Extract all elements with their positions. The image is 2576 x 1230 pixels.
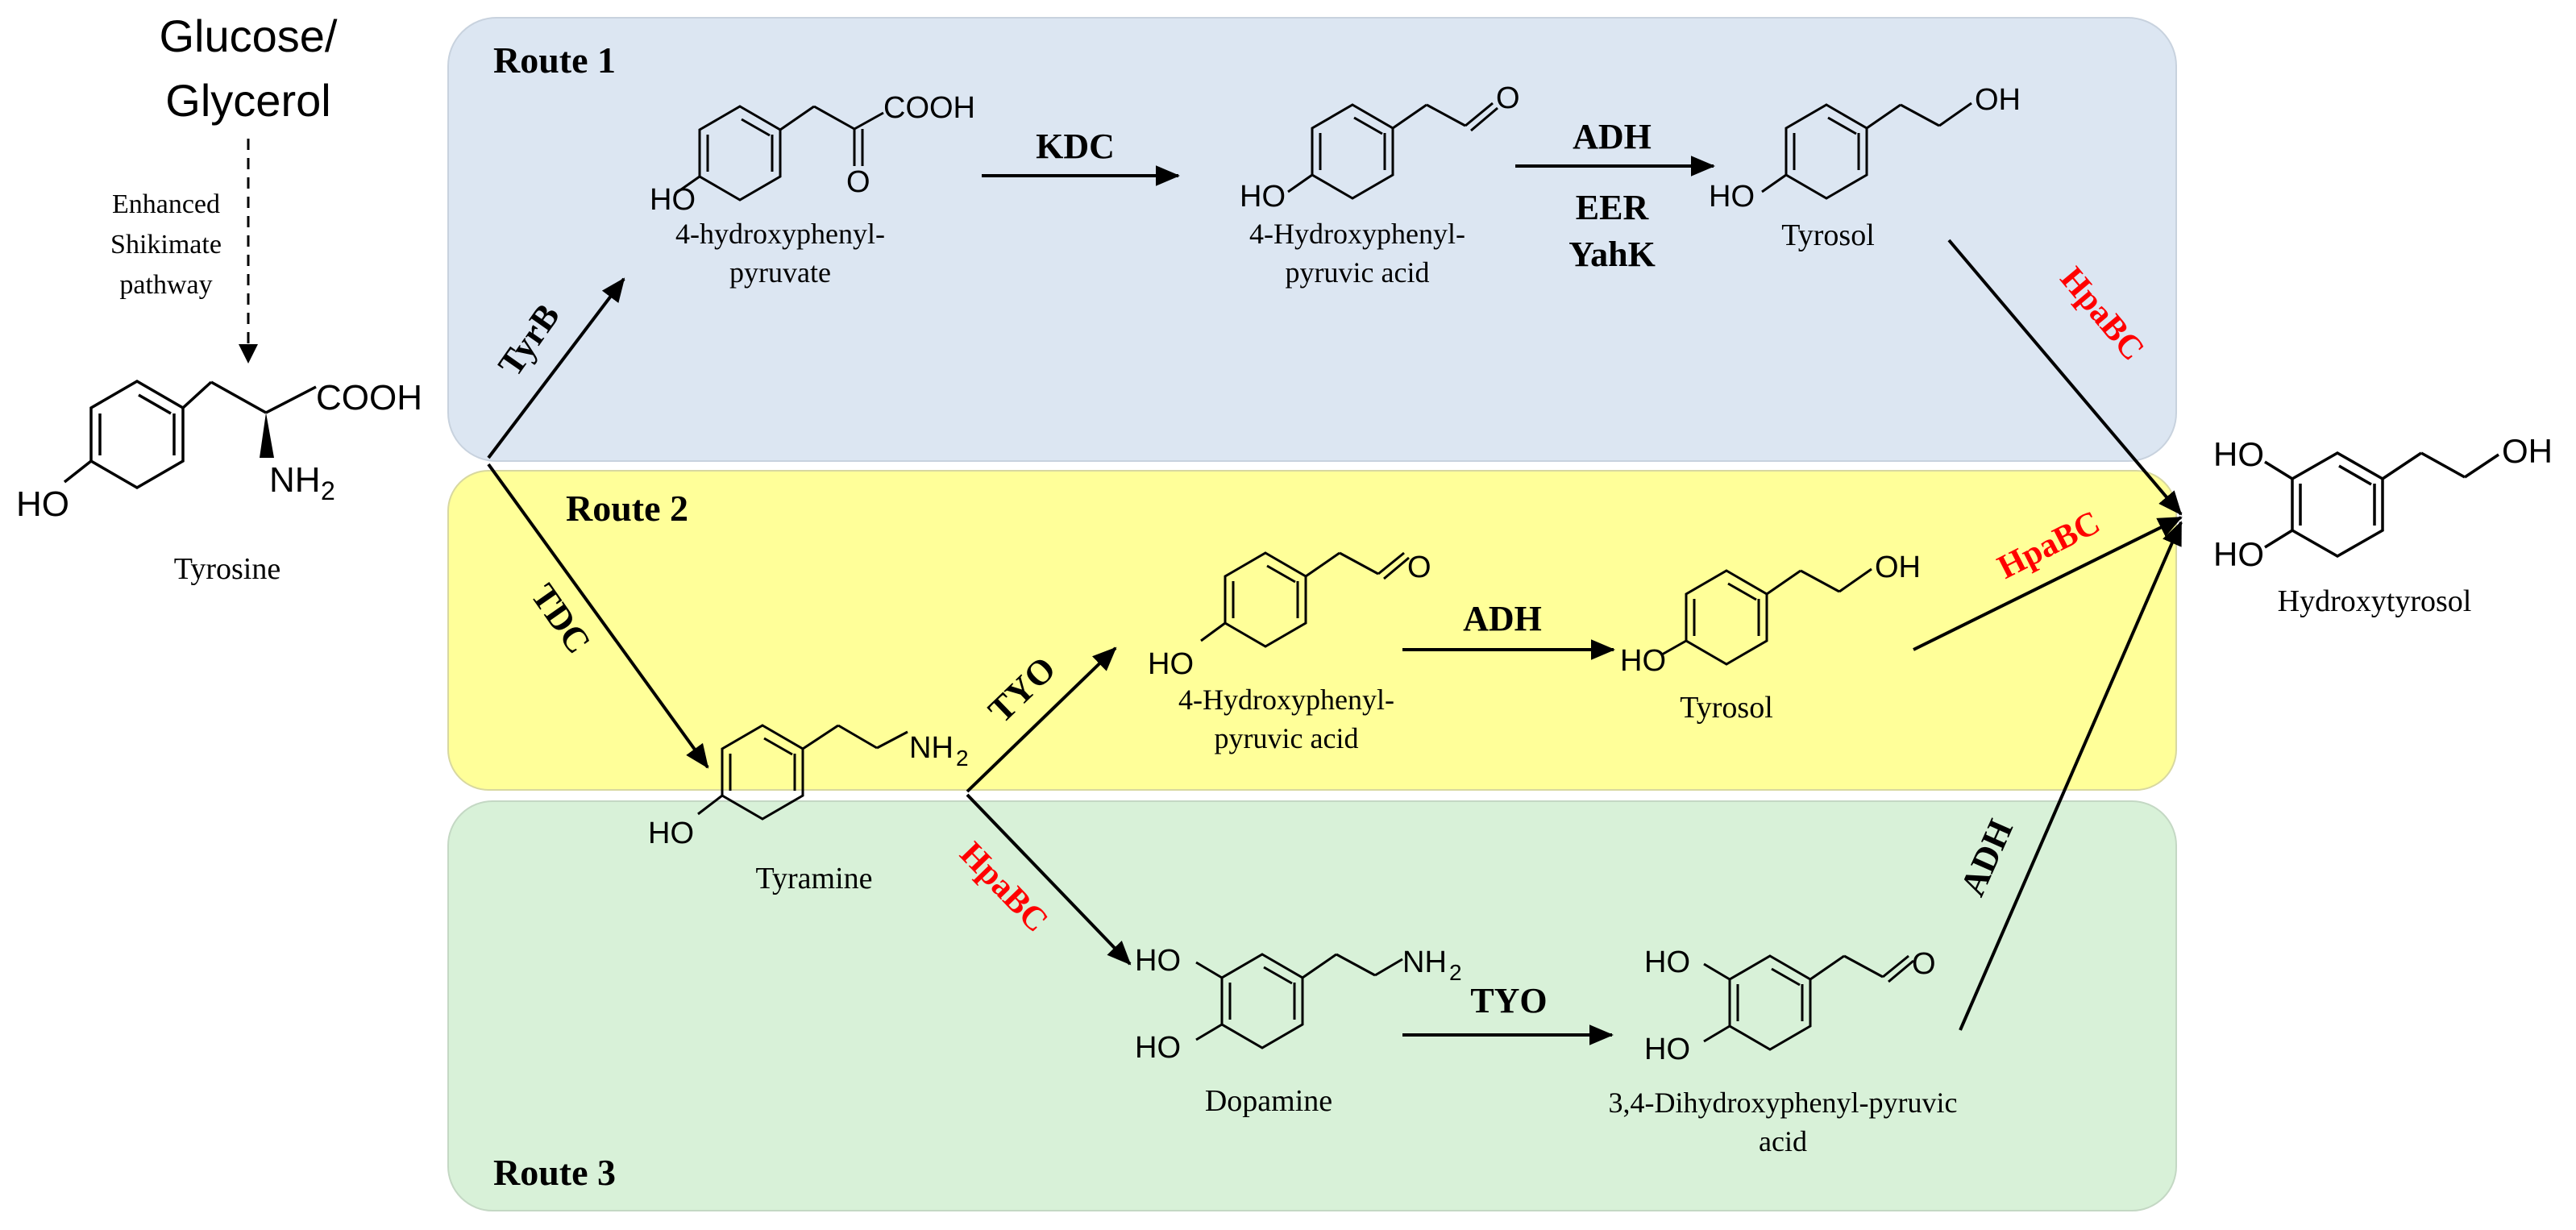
tyo-r2-arrow — [966, 646, 1117, 793]
dhpaa-ho-bottom: HO — [1644, 1033, 1690, 1066]
tyrosine-nh2: NH — [269, 460, 321, 500]
tyramine-nh2-sub: 2 — [956, 746, 969, 771]
tyrosine-ho: HO — [16, 484, 69, 524]
eer-enzyme: EER — [1576, 188, 1650, 227]
hpabc-r1-arrow — [1947, 239, 2183, 516]
shikimate-line2: Shikimate — [110, 230, 222, 260]
route2-panel — [447, 470, 2177, 791]
dopamine-name: Dopamine — [1205, 1084, 1332, 1118]
tdc-arrow — [487, 463, 709, 769]
adh-r2-enzyme: ADH — [1463, 599, 1542, 638]
route3-label: Route 3 — [493, 1152, 616, 1193]
kdc-enzyme: KDC — [1036, 127, 1115, 166]
tyrosol-r1-ho: HO — [1709, 180, 1755, 214]
tyrosol-r1-oh: OH — [1975, 83, 2021, 117]
dhpaa-name-line1: 3,4-Dihydroxyphenyl-pyruvic — [1609, 1087, 1958, 1119]
tyrosine-wedge — [260, 413, 274, 458]
hpp-name-line2: pyruvate — [729, 256, 831, 289]
tyramine-name: Tyramine — [755, 862, 872, 895]
tyramine-structure — [697, 724, 908, 821]
shikimate-line1: Enhanced — [112, 189, 220, 219]
tyrosol-r1-name: Tyrosol — [1781, 218, 1875, 252]
hpaa-r2-name-line1: 4-Hydroxyphenyl- — [1178, 684, 1394, 716]
tyrosine-structure — [63, 379, 317, 490]
source-line2: Glycerol — [165, 75, 330, 126]
tyramine-nh2: NH — [909, 731, 954, 765]
tyramine-ho: HO — [648, 817, 694, 850]
dopamine-structure — [1195, 953, 1403, 1049]
route1-panel — [447, 17, 2177, 462]
hpaa-r1-o: O — [1496, 81, 1520, 115]
route1-label: Route 1 — [493, 39, 616, 81]
tyo-r3-enzyme: TYO — [1470, 981, 1547, 1020]
adh-r1-enzyme: ADH — [1573, 117, 1652, 156]
hydroxytyrosol-name: Hydroxytyrosol — [2278, 584, 2472, 618]
tyrosol-r2-structure — [1661, 567, 1872, 666]
tyrosol-r1-structure — [1761, 102, 1972, 200]
tyrosine-cooh: COOH — [316, 378, 422, 418]
hpaa-r2-o: O — [1407, 551, 1431, 584]
hpp-o: O — [846, 165, 870, 199]
tyrosol-r2-name: Tyrosol — [1680, 691, 1773, 725]
tyrosine-nh2-sub: 2 — [321, 476, 335, 505]
hydroxytyrosol-ho-bottom: HO — [2213, 535, 2264, 573]
hydroxytyrosol-structure — [2264, 451, 2499, 559]
dopamine-ho-top: HO — [1135, 944, 1181, 978]
tyrosol-r2-ho: HO — [1620, 644, 1666, 678]
tyrosol-r2-oh: OH — [1875, 551, 1921, 584]
yahk-enzyme: YahK — [1568, 235, 1656, 274]
dopamine-nh2-sub: 2 — [1449, 960, 1462, 985]
hpabc-r3-arrow — [966, 793, 1132, 966]
hpaa-r1-ho: HO — [1240, 180, 1286, 214]
hpp-name-line1: 4-hydroxyphenyl- — [675, 218, 885, 250]
hpp-cooh: COOH — [883, 91, 975, 125]
hpaa-r1-name-line1: 4-Hydroxyphenyl- — [1249, 218, 1465, 250]
source-line1: Glucose/ — [160, 10, 338, 61]
hpaa-r1-structure — [1287, 102, 1498, 200]
dopamine-ho-bottom: HO — [1135, 1031, 1181, 1065]
hpaa-r2-ho: HO — [1148, 647, 1194, 681]
dhpaa-name-line2: acid — [1759, 1125, 1807, 1157]
hpaa-r2-name-line2: pyruvic acid — [1215, 722, 1359, 754]
hpaa-r2-structure — [1200, 551, 1410, 648]
hpp-ho: HO — [650, 183, 696, 217]
dhpaa-ho-top: HO — [1644, 945, 1690, 979]
tyrb-arrow — [487, 277, 625, 459]
hpabc-r2-arrow — [1913, 516, 2183, 651]
adh-r3-arrow — [1959, 521, 2183, 1031]
dhpaa-structure — [1703, 954, 1914, 1051]
hpp-structure — [675, 105, 884, 202]
hydroxytyrosol-ho-top: HO — [2213, 435, 2264, 473]
hpaa-r1-name-line2: pyruvic acid — [1286, 256, 1430, 289]
shikimate-line3: pathway — [119, 270, 212, 300]
dhpaa-o: O — [1912, 947, 1936, 981]
tyrosine-name: Tyrosine — [174, 552, 280, 586]
route3-panel — [447, 800, 2177, 1211]
dopamine-nh2: NH — [1402, 945, 1447, 979]
hydroxytyrosol-oh: OH — [2502, 432, 2553, 470]
route2-label: Route 2 — [566, 488, 688, 529]
